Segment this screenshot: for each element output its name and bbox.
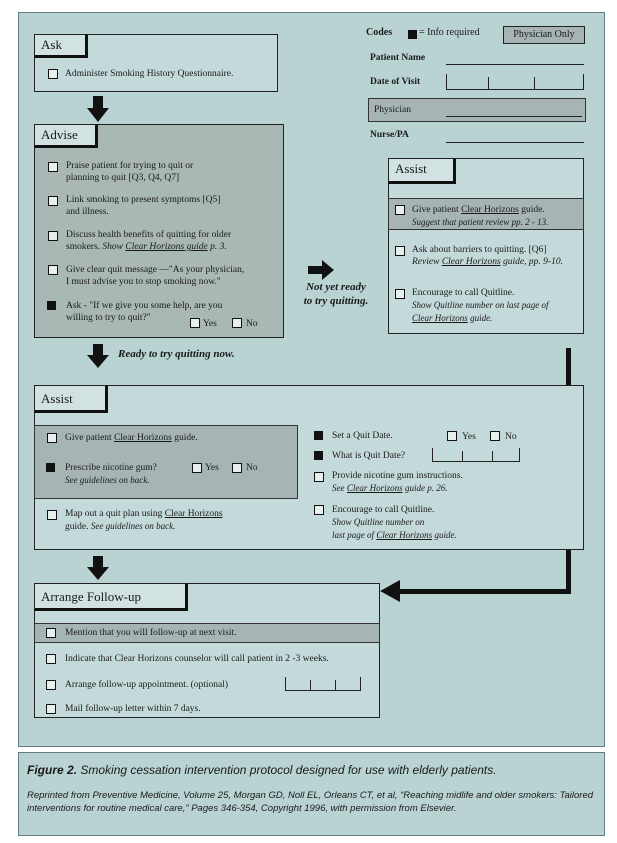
- advise-item-ask-help: Ask - "If we give you some help, are you…: [66, 301, 223, 323]
- physician-only-badge: Physician Only: [503, 26, 585, 44]
- assist-right-checkbox-barriers[interactable]: [395, 246, 405, 256]
- advise-required-marker: [47, 301, 56, 310]
- assist-main-item-guide: Give patient Clear Horizons guide.: [65, 433, 198, 443]
- quit-date-field[interactable]: [432, 448, 520, 462]
- date-of-visit-label: Date of Visit: [370, 77, 421, 87]
- quit-date-yes-checkbox[interactable]: [447, 431, 457, 441]
- figure-caption: Figure 2. Smoking cessation intervention…: [18, 752, 605, 836]
- quitline-checkbox[interactable]: [314, 505, 324, 515]
- assist-right-title: Assist: [388, 158, 456, 184]
- quit-date-yes-label: Yes: [462, 432, 476, 442]
- info-required-label: = Info required: [419, 27, 480, 38]
- date-of-visit-field[interactable]: [446, 74, 584, 90]
- assist-main-item-gum: Prescribe nicotine gum?See guidelines on…: [65, 463, 157, 485]
- assist-right-item-barriers: Ask about barriers to quitting. [Q6]Revi…: [412, 245, 563, 267]
- set-quit-date-label: Set a Quit Date.: [332, 431, 393, 441]
- advise-title: Advise: [34, 124, 98, 148]
- quit-date-no-label: No: [505, 432, 517, 442]
- ready-label: Ready to try quitting now.: [118, 348, 235, 360]
- nurse-pa-label: Nurse/PA: [370, 130, 409, 140]
- arrow-down-icon: [87, 556, 109, 580]
- followup-item-mention: Mention that you will follow-up at next …: [65, 628, 237, 638]
- assist-main-checkbox-plan[interactable]: [47, 510, 57, 520]
- ask-title: Ask: [34, 34, 88, 58]
- followup-item-counselor: Indicate that Clear Horizons counselor w…: [65, 654, 329, 664]
- quitline-item: Encourage to call Quitline.Show Quitline…: [332, 505, 457, 540]
- arrow-down-icon: [87, 96, 109, 122]
- physician-field-row: [368, 98, 586, 122]
- advise-item-link: Link smoking to present symptoms [Q5]and…: [66, 195, 221, 217]
- gum-no-checkbox[interactable]: [232, 463, 242, 473]
- assist-main-checkbox-guide[interactable]: [47, 433, 57, 443]
- assist-main-required-marker: [46, 463, 55, 472]
- arrow-right-icon: [308, 260, 334, 280]
- advise-no-checkbox[interactable]: [232, 318, 242, 328]
- arrow-down-icon: [87, 344, 109, 368]
- assist-right-item-quitline: Encourage to call Quitline.Show Quitline…: [412, 288, 549, 323]
- assist-main-shaded-area: [34, 425, 298, 499]
- followup-checkbox-appointment[interactable]: [46, 680, 56, 690]
- quit-date-required-marker: [314, 431, 323, 440]
- gum-instructions-item: Provide nicotine gum instructions.See Cl…: [332, 471, 463, 493]
- gum-instructions-checkbox[interactable]: [314, 472, 324, 482]
- advise-no-label: No: [246, 319, 258, 329]
- physician-label: Physician: [374, 105, 411, 115]
- advise-yes-label: Yes: [203, 319, 217, 329]
- what-quit-date-label: What is Quit Date?: [332, 451, 406, 461]
- advise-item-quit-message: Give clear quit message —"As your physic…: [66, 265, 245, 287]
- assist-main-item-plan: Map out a quit plan using Clear Horizons…: [65, 509, 223, 532]
- assist-right-checkbox-guide[interactable]: [395, 205, 405, 215]
- codes-label: Codes: [366, 27, 393, 38]
- followup-checkbox-mention[interactable]: [46, 628, 56, 638]
- followup-checkbox-letter[interactable]: [46, 704, 56, 714]
- advise-checkbox-benefits[interactable]: [48, 231, 58, 241]
- followup-item-letter: Mail follow-up letter within 7 days.: [65, 704, 201, 714]
- assist-main-title: Assist: [34, 385, 108, 413]
- followup-checkbox-counselor[interactable]: [46, 654, 56, 664]
- advise-item-benefits: Discuss health benefits of quitting for …: [66, 230, 232, 252]
- followup-title: Arrange Follow-up: [34, 583, 188, 611]
- advise-yes-checkbox[interactable]: [190, 318, 200, 328]
- patient-name-label: Patient Name: [370, 53, 426, 63]
- followup-shaded-row: [34, 623, 380, 643]
- appointment-date-field[interactable]: [285, 677, 361, 691]
- ask-checkbox[interactable]: [48, 69, 58, 79]
- assist-right-checkbox-quitline[interactable]: [395, 289, 405, 299]
- advise-box: [34, 124, 284, 338]
- quit-date-no-checkbox[interactable]: [490, 431, 500, 441]
- caption-source: Reprinted from Preventive Medicine, Volu…: [27, 790, 594, 814]
- ask-item: Administer Smoking History Questionnaire…: [65, 69, 234, 79]
- what-quit-date-marker: [314, 451, 323, 460]
- assist-right-box: [388, 158, 584, 334]
- caption-title: Figure 2. Smoking cessation intervention…: [27, 763, 497, 777]
- gum-yes-label: Yes: [205, 463, 219, 473]
- connector-horizontal: [396, 589, 571, 594]
- gum-no-label: No: [246, 463, 258, 473]
- arrow-left-icon: [380, 580, 400, 602]
- gum-yes-checkbox[interactable]: [192, 463, 202, 473]
- assist-right-item-guide: Give patient Clear Horizons guide.Sugges…: [412, 205, 549, 227]
- physician-field[interactable]: [446, 116, 582, 117]
- info-required-marker: [408, 30, 417, 39]
- followup-box: [34, 583, 380, 718]
- advise-checkbox-quit-message[interactable]: [48, 265, 58, 275]
- followup-item-appointment: Arrange follow-up appointment. (optional…: [65, 680, 229, 690]
- assist-right-shaded-row: [388, 198, 584, 230]
- nurse-pa-field[interactable]: [446, 142, 584, 143]
- advise-checkbox-link[interactable]: [48, 196, 58, 206]
- patient-name-field[interactable]: [446, 64, 584, 65]
- advise-checkbox-praise[interactable]: [48, 162, 58, 172]
